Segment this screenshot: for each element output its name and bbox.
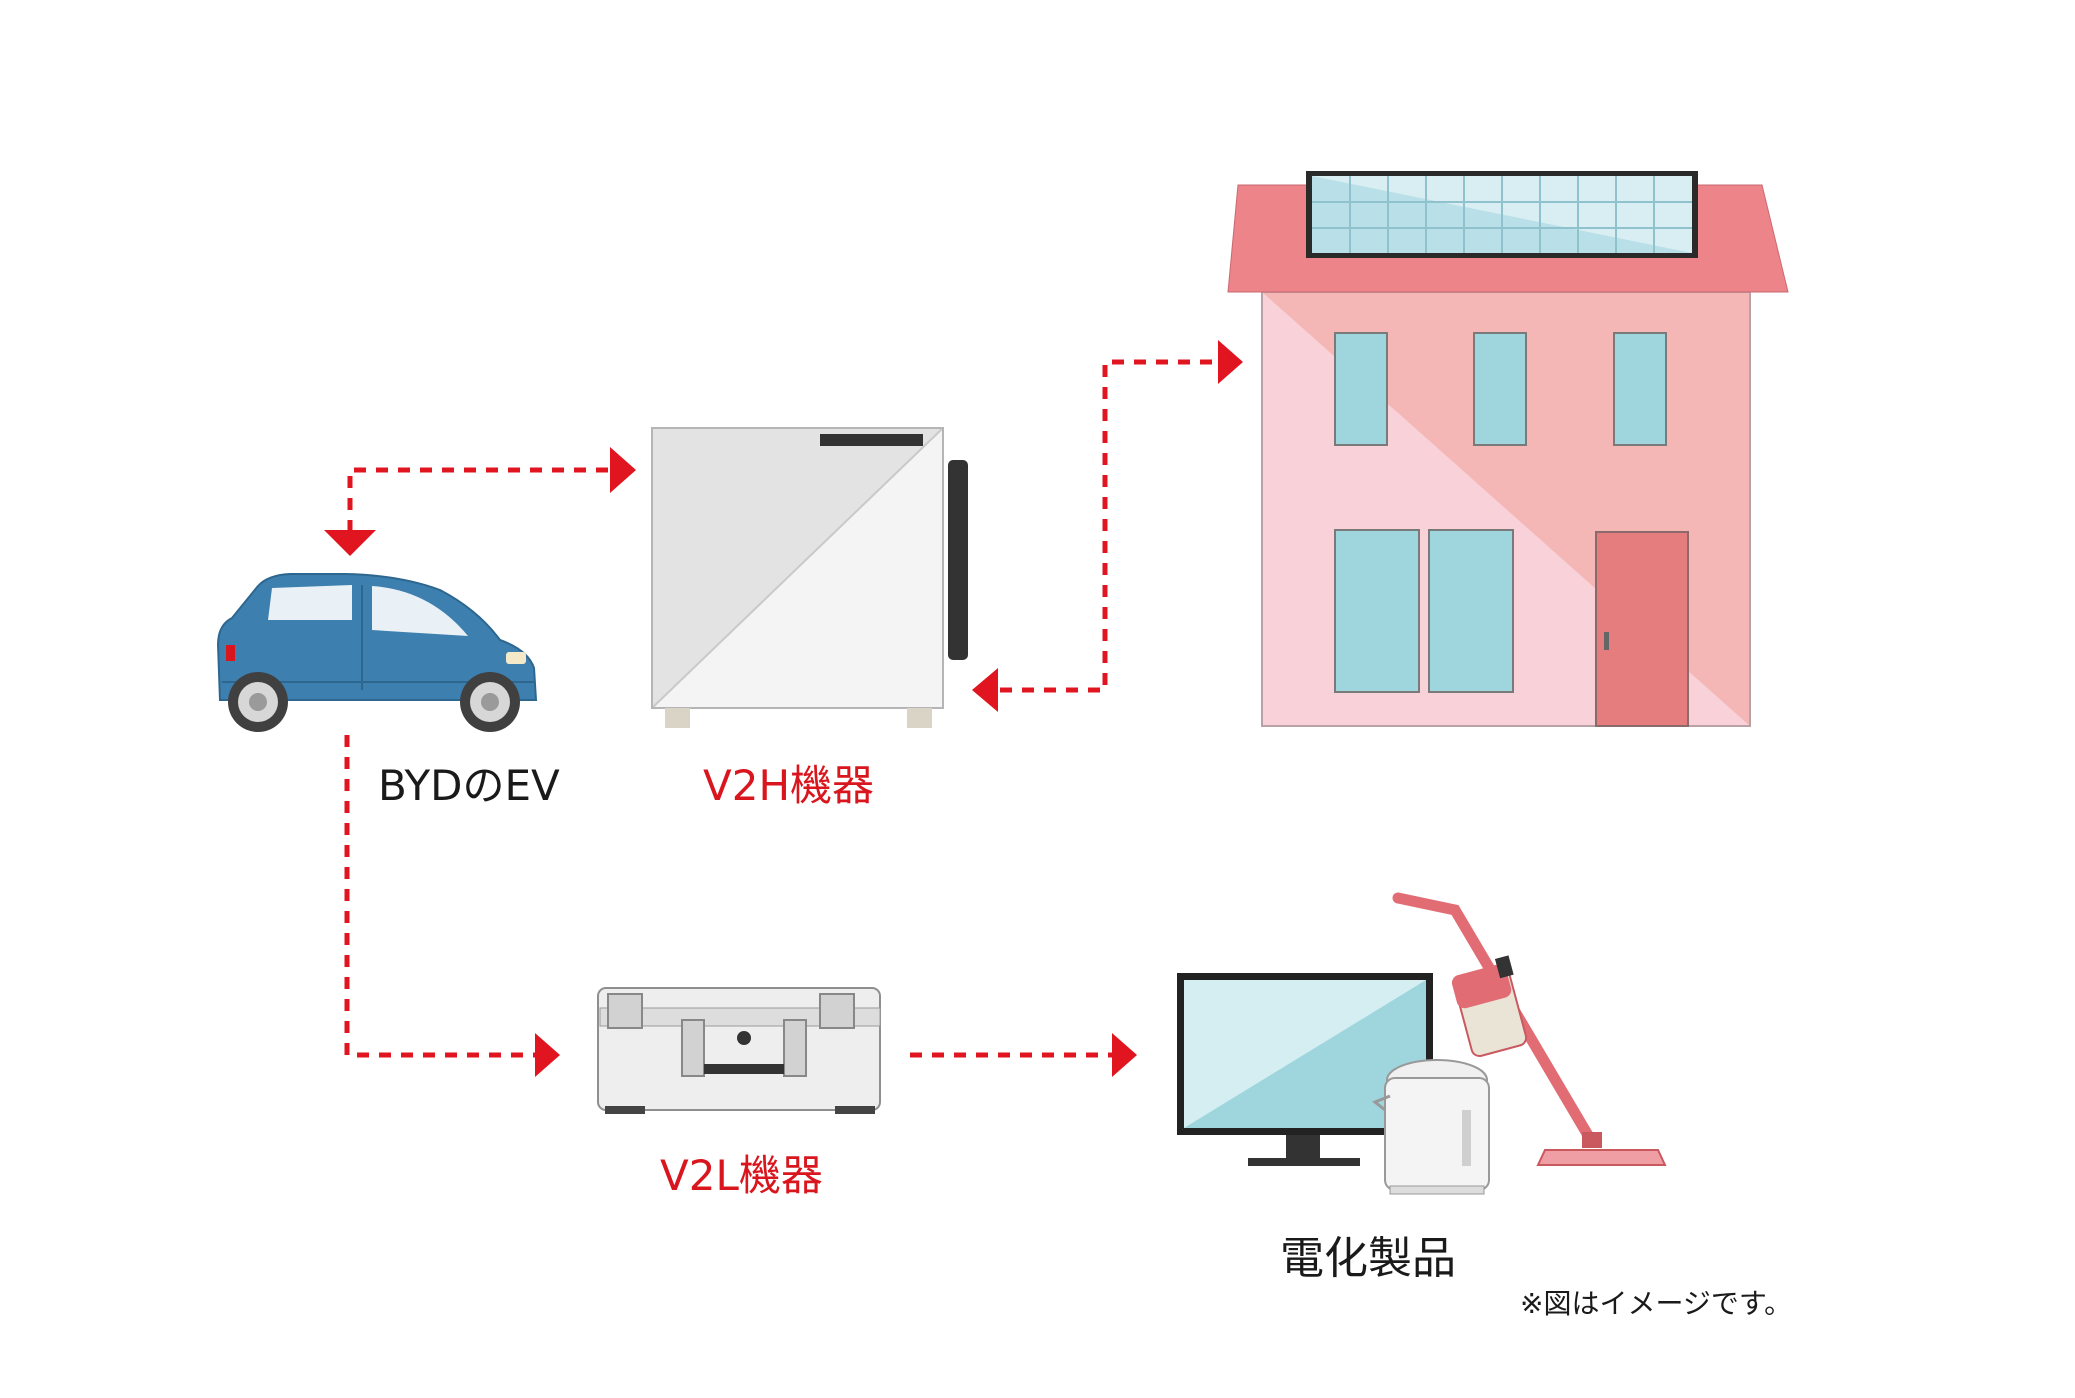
v2h-label: V2H機器 bbox=[703, 761, 875, 810]
electric-pot-icon bbox=[1372, 1059, 1490, 1195]
arrow-car-v2h bbox=[324, 447, 636, 556]
tv-icon bbox=[1177, 973, 1433, 1166]
image-note: ※図はイメージです。 bbox=[1520, 1287, 1793, 1320]
v2h-device-icon bbox=[651, 427, 968, 728]
arrow-v2h-house bbox=[972, 340, 1243, 712]
v2l-label: V2L機器 bbox=[660, 1151, 823, 1200]
car-label: BYDのEV bbox=[378, 761, 560, 810]
arrow-car-v2l bbox=[344, 735, 560, 1077]
house-icon bbox=[1227, 171, 1789, 727]
vacuum-cleaner-icon bbox=[1392, 892, 1667, 1166]
v2l-device-icon bbox=[597, 987, 881, 1114]
appliances-icon bbox=[1177, 892, 1667, 1195]
car-icon bbox=[216, 573, 538, 732]
arrow-v2l-appliances bbox=[910, 1033, 1137, 1077]
appliances-label: 電化製品 bbox=[1280, 1233, 1456, 1284]
